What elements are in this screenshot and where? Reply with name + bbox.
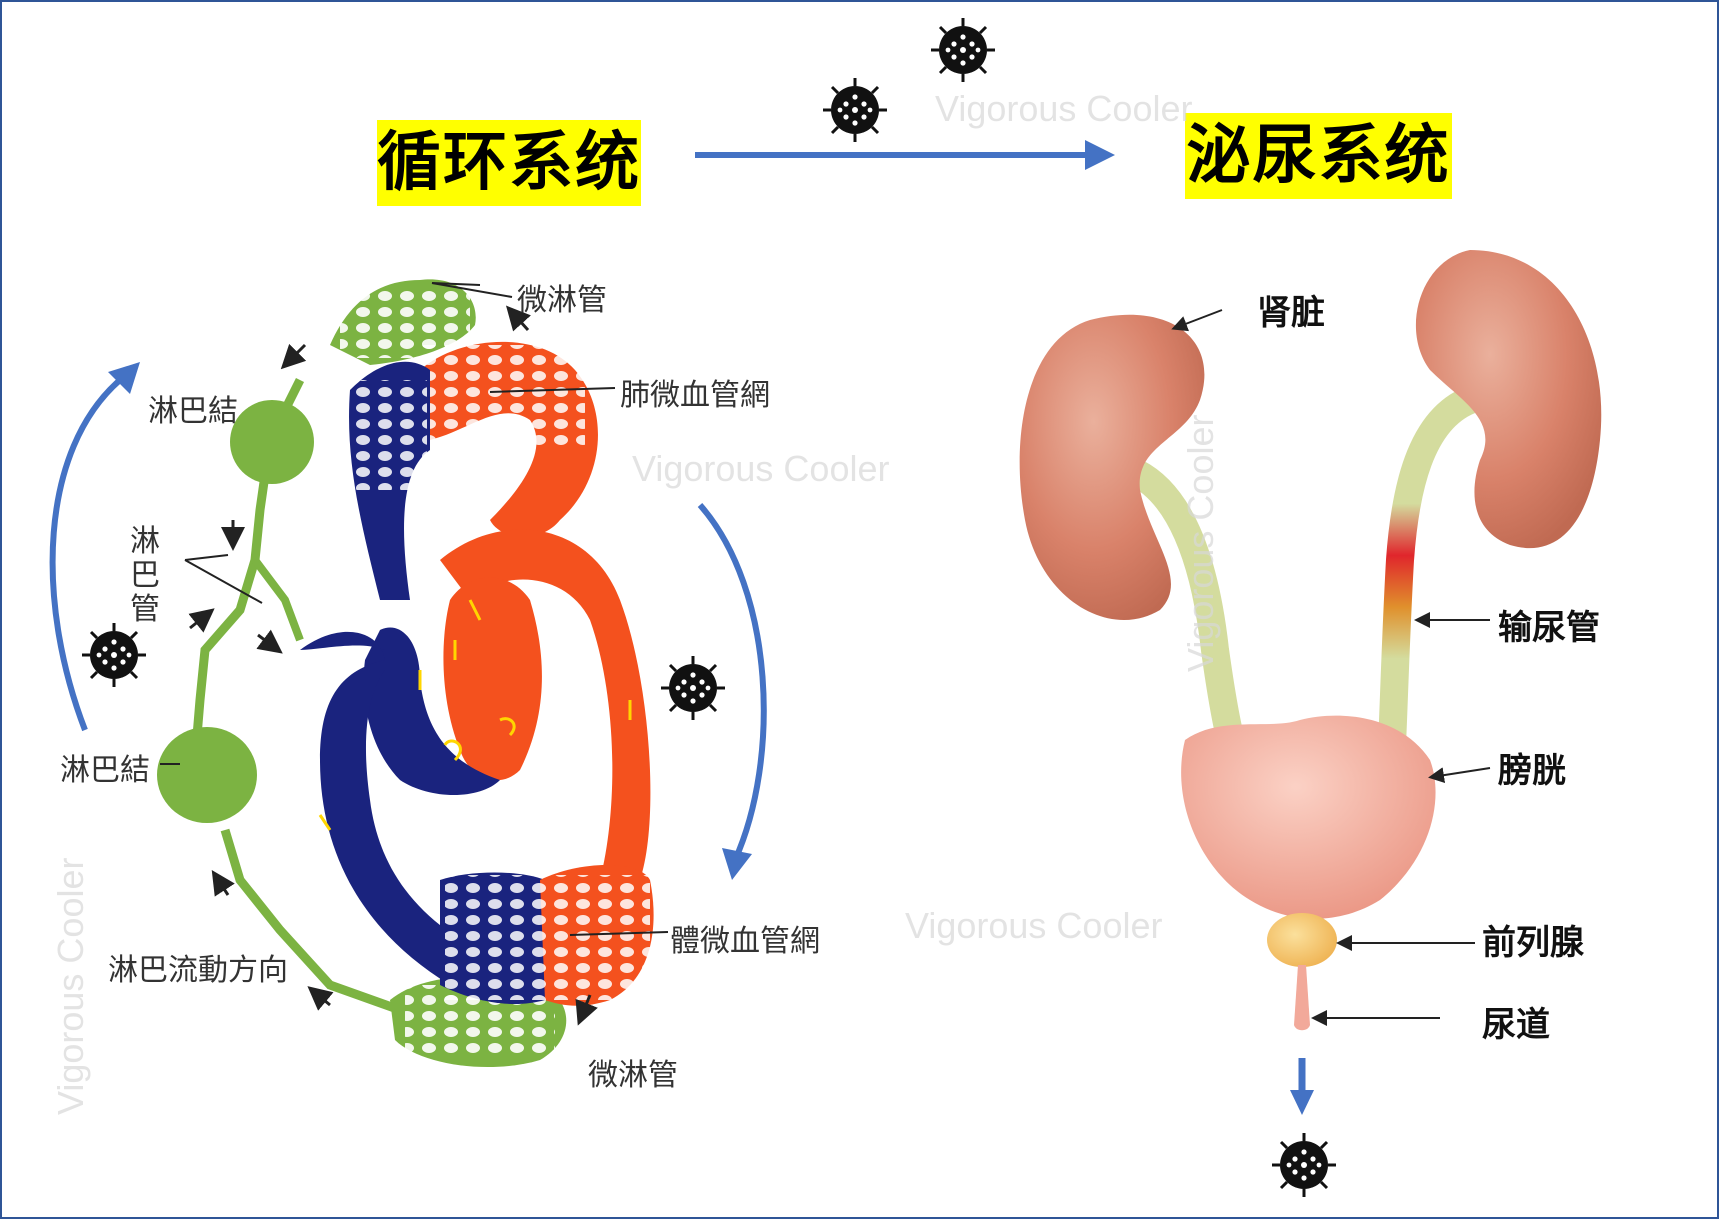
label-lymph-flow-direction: 淋巴流動方向: [108, 953, 288, 988]
curved-arrow-left: [49, 377, 122, 732]
ureter-right: [1378, 386, 1484, 759]
virus-icon: [1270, 1131, 1338, 1199]
flow-arrow-head: [1085, 140, 1115, 170]
virus-icon: [80, 621, 148, 689]
watermark: Vigorous Cooler: [632, 448, 890, 489]
heart-right-blue: [363, 627, 500, 795]
curved-arrow-right: [697, 503, 767, 862]
label-pulmonary-capillary: 肺微血管網: [620, 378, 770, 413]
kidney-right: [1415, 250, 1602, 549]
watermark: Vigorous Cooler: [1180, 414, 1221, 672]
lymph-node-top: [230, 400, 314, 484]
watermark: Vigorous Cooler: [905, 905, 1163, 946]
systemic-vein: [300, 631, 500, 985]
virus-icon: [821, 76, 889, 144]
kidney-left: [1019, 314, 1205, 620]
label-lymph-node-top: 淋巴結: [148, 394, 238, 429]
ureter-left: [1116, 456, 1246, 759]
label-bladder: 膀胱: [1498, 751, 1566, 791]
label-body-capillary: 體微血管網: [670, 924, 820, 959]
label-urethra: 尿道: [1482, 1005, 1550, 1045]
systemic-artery: [440, 529, 651, 880]
label-kidney: 肾脏: [1257, 293, 1325, 333]
title-urinary-system: 泌尿系统: [1185, 113, 1452, 199]
watermark: Vigorous Cooler: [50, 857, 91, 1115]
circulatory-diagram: [157, 279, 669, 1068]
heart-left-red: [443, 577, 542, 781]
urinary-diagram: [1019, 250, 1602, 1115]
prostate: [1267, 913, 1337, 967]
label-prostate: 前列腺: [1482, 923, 1584, 963]
curved-arrow-right-head: [722, 848, 752, 880]
watermark: Vigorous Cooler: [935, 88, 1193, 129]
label-micro-lymph-bottom: 微淋管: [588, 1058, 678, 1093]
label-lymph-vessel: 淋巴管: [130, 524, 160, 627]
title-circulatory-system: 循环系统: [377, 120, 641, 206]
bladder: [1181, 715, 1436, 919]
urethra: [1294, 965, 1310, 1031]
virus-icon: [929, 16, 997, 84]
label-micro-lymph-top: 微淋管: [517, 283, 607, 318]
label-ureter: 输尿管: [1498, 608, 1600, 648]
virus-icon: [659, 654, 727, 722]
lymph-node-bottom: [157, 727, 257, 823]
label-lymph-node-bottom: 淋巴結: [60, 753, 150, 788]
curved-arrow-left-head: [108, 362, 140, 394]
